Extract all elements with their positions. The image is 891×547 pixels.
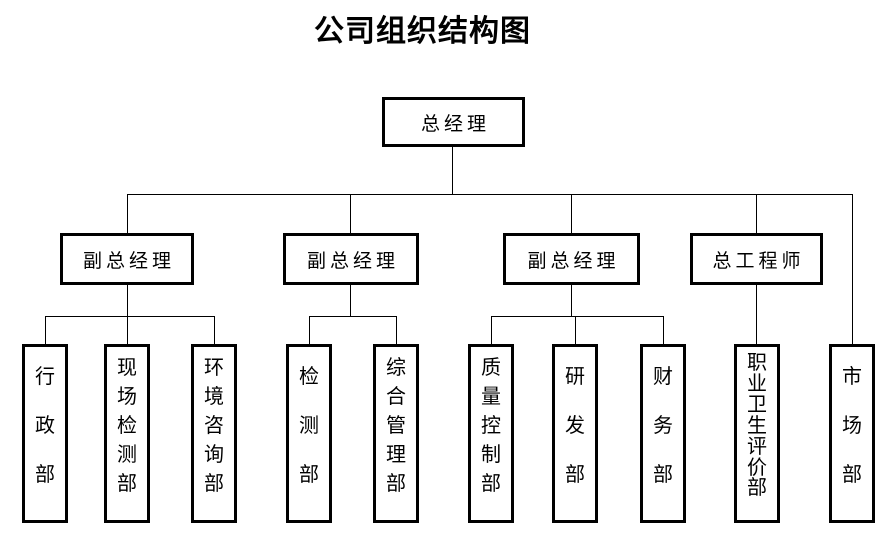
box-deputy-manager-2: 副总经理	[283, 233, 419, 285]
box-dept-field-testing: 现场检测部	[104, 344, 150, 523]
box-dept-environmental-consulting: 环境咨询部	[191, 344, 237, 523]
box-deputy-manager-3: 副总经理	[503, 233, 640, 285]
connector-branch1-down	[127, 284, 128, 316]
connector-drop-administration	[45, 316, 46, 344]
box-dept-testing: 检测部	[286, 344, 332, 523]
connector-drop-deputy-2	[350, 194, 351, 233]
box-dept-general-management: 综合管理部	[373, 344, 419, 523]
connector-drop-general-management	[396, 316, 397, 344]
connector-drop-quality-control	[491, 316, 492, 344]
box-label: 总经理	[420, 113, 490, 135]
box-label: 行政部	[35, 366, 55, 486]
connector-branch2-bus	[309, 316, 397, 317]
connector-drop-deputy-3	[571, 194, 572, 233]
box-general-manager: 总经理	[382, 97, 525, 147]
connector-branch2-down	[350, 284, 351, 316]
box-label: 综合管理部	[386, 356, 406, 496]
connector-drop-testing	[309, 316, 310, 344]
box-label: 职业卫生评价部	[747, 352, 767, 500]
connector-drop-marketing	[852, 194, 853, 344]
box-label: 副总经理	[527, 250, 620, 272]
box-label: 总工程师	[712, 250, 805, 272]
box-label: 副总经理	[82, 250, 175, 272]
box-dept-marketing: 市场部	[829, 344, 875, 523]
connector-branch3-bus	[491, 316, 664, 317]
box-label: 现场检测部	[117, 356, 137, 496]
box-label: 研发部	[565, 366, 585, 486]
box-dept-quality-control: 质量控制部	[468, 344, 514, 523]
connector-drop-deputy-1	[127, 194, 128, 233]
box-deputy-manager-1: 副总经理	[60, 233, 194, 285]
connector-branch1-bus	[45, 316, 215, 317]
connector-level1-bus	[127, 194, 853, 195]
box-dept-administration: 行政部	[22, 344, 68, 523]
box-label: 环境咨询部	[204, 356, 224, 496]
connector-root-drop	[452, 147, 453, 195]
box-chief-engineer: 总工程师	[690, 233, 823, 285]
box-label: 检测部	[299, 366, 319, 486]
connector-branch4-down	[756, 284, 757, 344]
box-label: 质量控制部	[481, 356, 501, 496]
connector-drop-env-consulting	[214, 316, 215, 344]
connector-drop-finance	[663, 316, 664, 344]
box-label: 财务部	[653, 366, 673, 486]
box-dept-occupational-health-evaluation: 职业卫生评价部	[734, 344, 780, 523]
chart-title: 公司组织结构图	[314, 15, 531, 48]
box-dept-finance: 财务部	[640, 344, 686, 523]
box-label: 副总经理	[306, 250, 399, 272]
box-dept-rnd: 研发部	[552, 344, 598, 523]
box-label: 市场部	[842, 366, 862, 486]
connector-drop-rnd	[575, 316, 576, 344]
connector-branch3-down	[571, 284, 572, 316]
connector-drop-field-testing	[127, 316, 128, 344]
connector-drop-chief-engineer	[756, 194, 757, 233]
